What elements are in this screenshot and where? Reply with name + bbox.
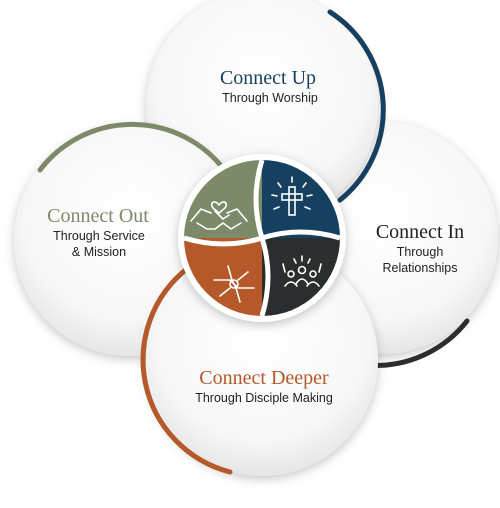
subtitle-connect-up-1: Through Worship	[222, 91, 318, 105]
subtitle-connect-in-2: Relationships	[382, 261, 457, 275]
subtitle-connect-in-1: Through	[397, 245, 444, 259]
cross-radiant-icon	[271, 176, 313, 216]
segment-connect-out	[184, 160, 262, 238]
title-connect-deeper: Connect Deeper	[199, 367, 329, 389]
segment-connect-deeper	[184, 238, 262, 316]
segment-connect-in	[262, 238, 340, 316]
segment-connect-up	[262, 160, 340, 238]
title-connect-in: Connect In	[376, 221, 464, 243]
people-raised-hands-icon	[282, 255, 322, 287]
subtitle-connect-out-2: & Mission	[72, 245, 126, 259]
subtitle-connect-out-1: Through Service	[53, 229, 145, 243]
label-connect-deeper: Connect Deeper Through Disciple Making	[195, 367, 333, 405]
label-connect-out: Connect Out Through Service & Mission	[47, 205, 149, 259]
subtitle-connect-deeper-1: Through Disciple Making	[195, 391, 333, 405]
circle-connect-deeper	[140, 244, 378, 476]
label-connect-up: Connect Up Through Worship	[220, 67, 318, 105]
title-connect-up: Connect Up	[220, 67, 316, 89]
stacked-hands-icon	[213, 265, 255, 303]
accent-arc-out	[37, 121, 231, 178]
accent-arc-deeper	[140, 265, 233, 475]
label-connect-in: Connect In Through Relationships	[376, 221, 464, 275]
accent-arc-up	[327, 9, 386, 203]
handshake-heart-icon	[190, 201, 248, 230]
center-pinwheel	[178, 154, 346, 322]
title-connect-out: Connect Out	[47, 205, 149, 227]
